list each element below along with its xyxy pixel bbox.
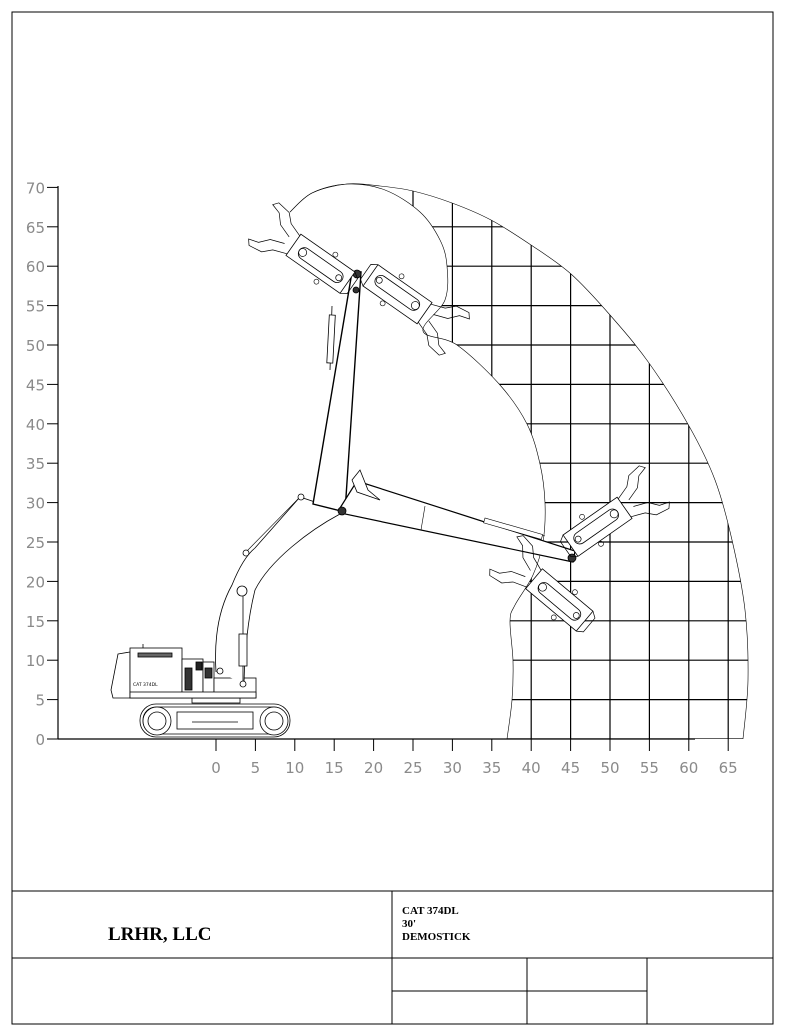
y-tick-label: 40 [26,416,45,434]
inner-reach-envelope [289,183,546,740]
x-tick-label: 0 [211,759,221,777]
x-axis: 0 5 10 15 20 25 30 35 40 45 50 55 60 65 [58,738,738,777]
x-tick-label: 55 [640,759,659,777]
drawing-description: CAT 374DL 30' DEMOSTICK [402,905,470,944]
y-tick-label: 30 [26,495,45,513]
y-tick-label: 20 [26,573,45,591]
model-line: CAT 374DL [402,905,459,917]
y-tick-label: 25 [26,534,45,552]
y-tick-label: 70 [26,179,45,197]
title-block [12,890,773,1024]
outer-reach-envelope [289,183,749,740]
stick-length-line: 30' [402,918,417,930]
y-tick-label: 0 [35,731,45,749]
machine-body-label: CAT 374DL [133,682,158,688]
y-tick-label: 10 [26,652,45,670]
x-tick-label: 60 [679,759,698,777]
x-tick-label: 65 [719,759,738,777]
y-tick-label: 60 [26,258,45,276]
y-axis: 0 5 10 15 20 25 30 35 40 45 50 55 60 65 70 [26,179,59,749]
jaw-lower-upper [550,463,673,571]
excavator: CAT 374DL [110,269,577,738]
company-name: LRHR, LLC [108,924,212,945]
upper-stick [312,269,362,513]
y-tick-label: 5 [35,692,45,710]
x-tick-label: 15 [325,759,344,777]
x-tick-label: 10 [285,759,304,777]
x-tick-label: 45 [561,759,580,777]
y-tick-label: 35 [26,455,45,473]
y-tick-label: 15 [26,613,45,631]
x-tick-label: 35 [482,759,501,777]
x-tick-label: 5 [251,759,261,777]
x-tick-label: 20 [364,759,383,777]
inner-blank-region [60,180,546,739]
x-tick-label: 25 [403,759,422,777]
x-tick-label: 50 [600,759,619,777]
attachment-line: DEMOSTICK [402,931,471,943]
undercarriage [139,697,291,738]
x-tick-label: 40 [522,759,541,777]
x-tick-label: 30 [443,759,462,777]
y-tick-label: 65 [26,219,45,237]
y-tick-label: 50 [26,337,45,355]
y-tick-label: 45 [26,376,45,394]
y-tick-label: 55 [26,298,45,316]
